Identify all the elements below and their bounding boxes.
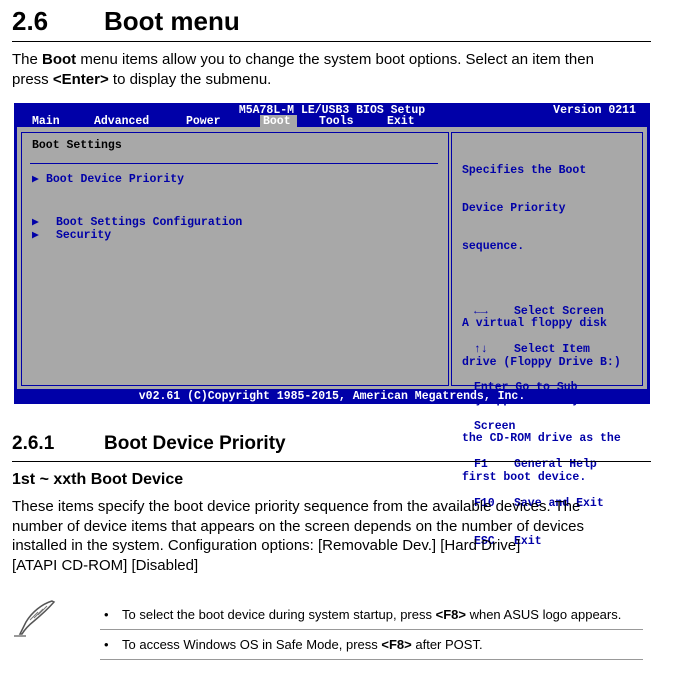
help-line: drive (Floppy Drive B:) xyxy=(462,355,621,369)
bios-body: Boot Settings ▶ Boot Device Priority ▶ Boo… xyxy=(17,127,647,548)
help-line: the CD-ROM drive as the xyxy=(462,432,621,446)
body-paragraph: These items specify the boot device prio… xyxy=(12,497,584,575)
key-row: ↑↓ Select Item xyxy=(474,342,604,357)
subsection-rule xyxy=(12,461,651,462)
bios-key-legend: ←→ Select Screen ↑↓ Select Item Enter Go t… xyxy=(474,280,604,574)
body-line: number of device items that appears on t… xyxy=(12,517,585,535)
help-line: first boot device. xyxy=(462,470,587,484)
key-action: Select Screen xyxy=(514,304,604,318)
section-heading: 2.6 Boot menu xyxy=(12,6,240,37)
note-item: • To access Windows OS in Safe Mode, pre… xyxy=(100,630,643,660)
note-list: • To select the boot device during syste… xyxy=(100,600,643,660)
bios-item-boot-settings-configuration[interactable]: ▶ Boot Settings Configuration xyxy=(32,214,242,229)
note-text: after POST. xyxy=(411,637,483,652)
bios-screen: M5A78L-M LE/USB3 BIOS Setup Version 0211… xyxy=(14,103,650,548)
intro-text-1: The xyxy=(12,51,43,68)
bios-item-boot-device-priority[interactable]: ▶ Boot Device Priority xyxy=(32,171,184,186)
intro-text-4: to display the submenu. xyxy=(108,70,272,88)
bios-item-label: Security xyxy=(56,229,112,242)
bios-item-security[interactable]: ▶ Security xyxy=(32,227,111,242)
bios-item-label: Boot Device Priority xyxy=(46,173,185,186)
bios-menu-main[interactable]: Main xyxy=(32,115,60,128)
key-name: Enter xyxy=(474,381,509,395)
intro-boot-word: Boot xyxy=(42,51,77,68)
bios-title: M5A78L-M LE/USB3 BIOS Setup xyxy=(238,104,426,117)
key-action: Save and Exit xyxy=(514,496,604,510)
section-number: 2.6 xyxy=(12,6,49,36)
quill-pen-icon xyxy=(14,600,56,637)
subsection-heading: 2.6.1 Boot Device Priority xyxy=(12,433,286,455)
note-text: when ASUS logo appears. xyxy=(465,607,622,622)
bullet-icon: • xyxy=(104,637,109,652)
bios-item-label: Boot Settings Configuration xyxy=(56,216,243,229)
section-rule xyxy=(12,41,651,42)
key-row: Screen xyxy=(474,419,604,434)
help-line: sequence. xyxy=(462,240,525,254)
help-line: A virtual floppy disk xyxy=(462,317,607,331)
key-action: Screen xyxy=(474,419,516,433)
bios-menu-bar: Main Advanced Power Boot Tools Exit xyxy=(14,115,427,128)
section-title: Boot menu xyxy=(104,6,240,36)
note-item: • To select the boot device during syste… xyxy=(100,600,643,630)
help-line: may appear when you set xyxy=(462,393,621,407)
bios-version: Version 0211 xyxy=(553,104,636,117)
intro-text-3: press xyxy=(12,70,53,88)
bios-footer: v02.61 (C)Copyright 1985-2015, American … xyxy=(138,390,526,403)
bios-left-title: Boot Settings xyxy=(32,139,122,152)
body-line: These items specify the boot device prio… xyxy=(12,498,581,515)
note-key: <F8> xyxy=(381,637,412,652)
bios-help-panel: Specifies the Boot Device Priority seque… xyxy=(451,132,643,548)
subheading: 1st ~ xxth Boot Device xyxy=(12,471,184,488)
key-row: ←→ Select Screen xyxy=(474,304,604,319)
body-line: [ATAPI CD-ROM] [Disabled] xyxy=(12,556,199,574)
arrows-up-down-icon: ↑↓ xyxy=(474,342,488,356)
key-name: ESC xyxy=(474,534,495,548)
arrows-left-right-icon: ←→ xyxy=(474,304,488,318)
help-line: Device Priority xyxy=(462,201,566,215)
intro-paragraph: The Boot menu items allow you to change … xyxy=(12,50,594,89)
note-text: To access Windows OS in Safe Mode, press xyxy=(122,637,382,652)
triangle-right-icon: ▶ xyxy=(32,216,39,229)
bios-menu-power[interactable]: Power xyxy=(186,115,221,128)
bios-menu-boot[interactable]: Boot xyxy=(260,115,297,128)
triangle-right-icon: ▶ xyxy=(32,173,39,186)
bios-menu-tools[interactable]: Tools xyxy=(319,115,354,128)
triangle-right-icon: ▶ xyxy=(32,229,39,242)
bullet-icon: • xyxy=(104,607,109,622)
key-action: Go to Sub xyxy=(515,381,578,395)
bios-help-text: Specifies the Boot Device Priority seque… xyxy=(462,139,621,510)
key-row: F10 Save and Exit xyxy=(474,496,604,511)
key-row: Enter Go to Sub xyxy=(474,381,604,395)
key-row: ESC Exit xyxy=(474,534,604,549)
help-line: Specifies the Boot xyxy=(462,163,587,177)
subsection-title: Boot Device Priority xyxy=(104,433,286,454)
bios-left-separator xyxy=(30,163,438,164)
intro-text-2: menu items allow you to change the syste… xyxy=(76,51,594,68)
note-key: <F8> xyxy=(435,607,466,622)
body-line: installed in the system. Configuration o… xyxy=(12,537,521,554)
bios-menu-advanced[interactable]: Advanced xyxy=(94,115,150,128)
subsection-number: 2.6.1 xyxy=(12,433,55,454)
bios-left-panel: Boot Settings ▶ Boot Device Priority ▶ Boo… xyxy=(21,132,449,386)
key-name: F10 xyxy=(474,496,495,510)
intro-enter-word: <Enter> xyxy=(52,70,109,88)
bios-menu-exit[interactable]: Exit xyxy=(387,115,415,128)
key-action: Exit xyxy=(514,534,542,548)
note-text: To select the boot device during system … xyxy=(122,607,436,622)
key-action: Select Item xyxy=(514,342,590,356)
